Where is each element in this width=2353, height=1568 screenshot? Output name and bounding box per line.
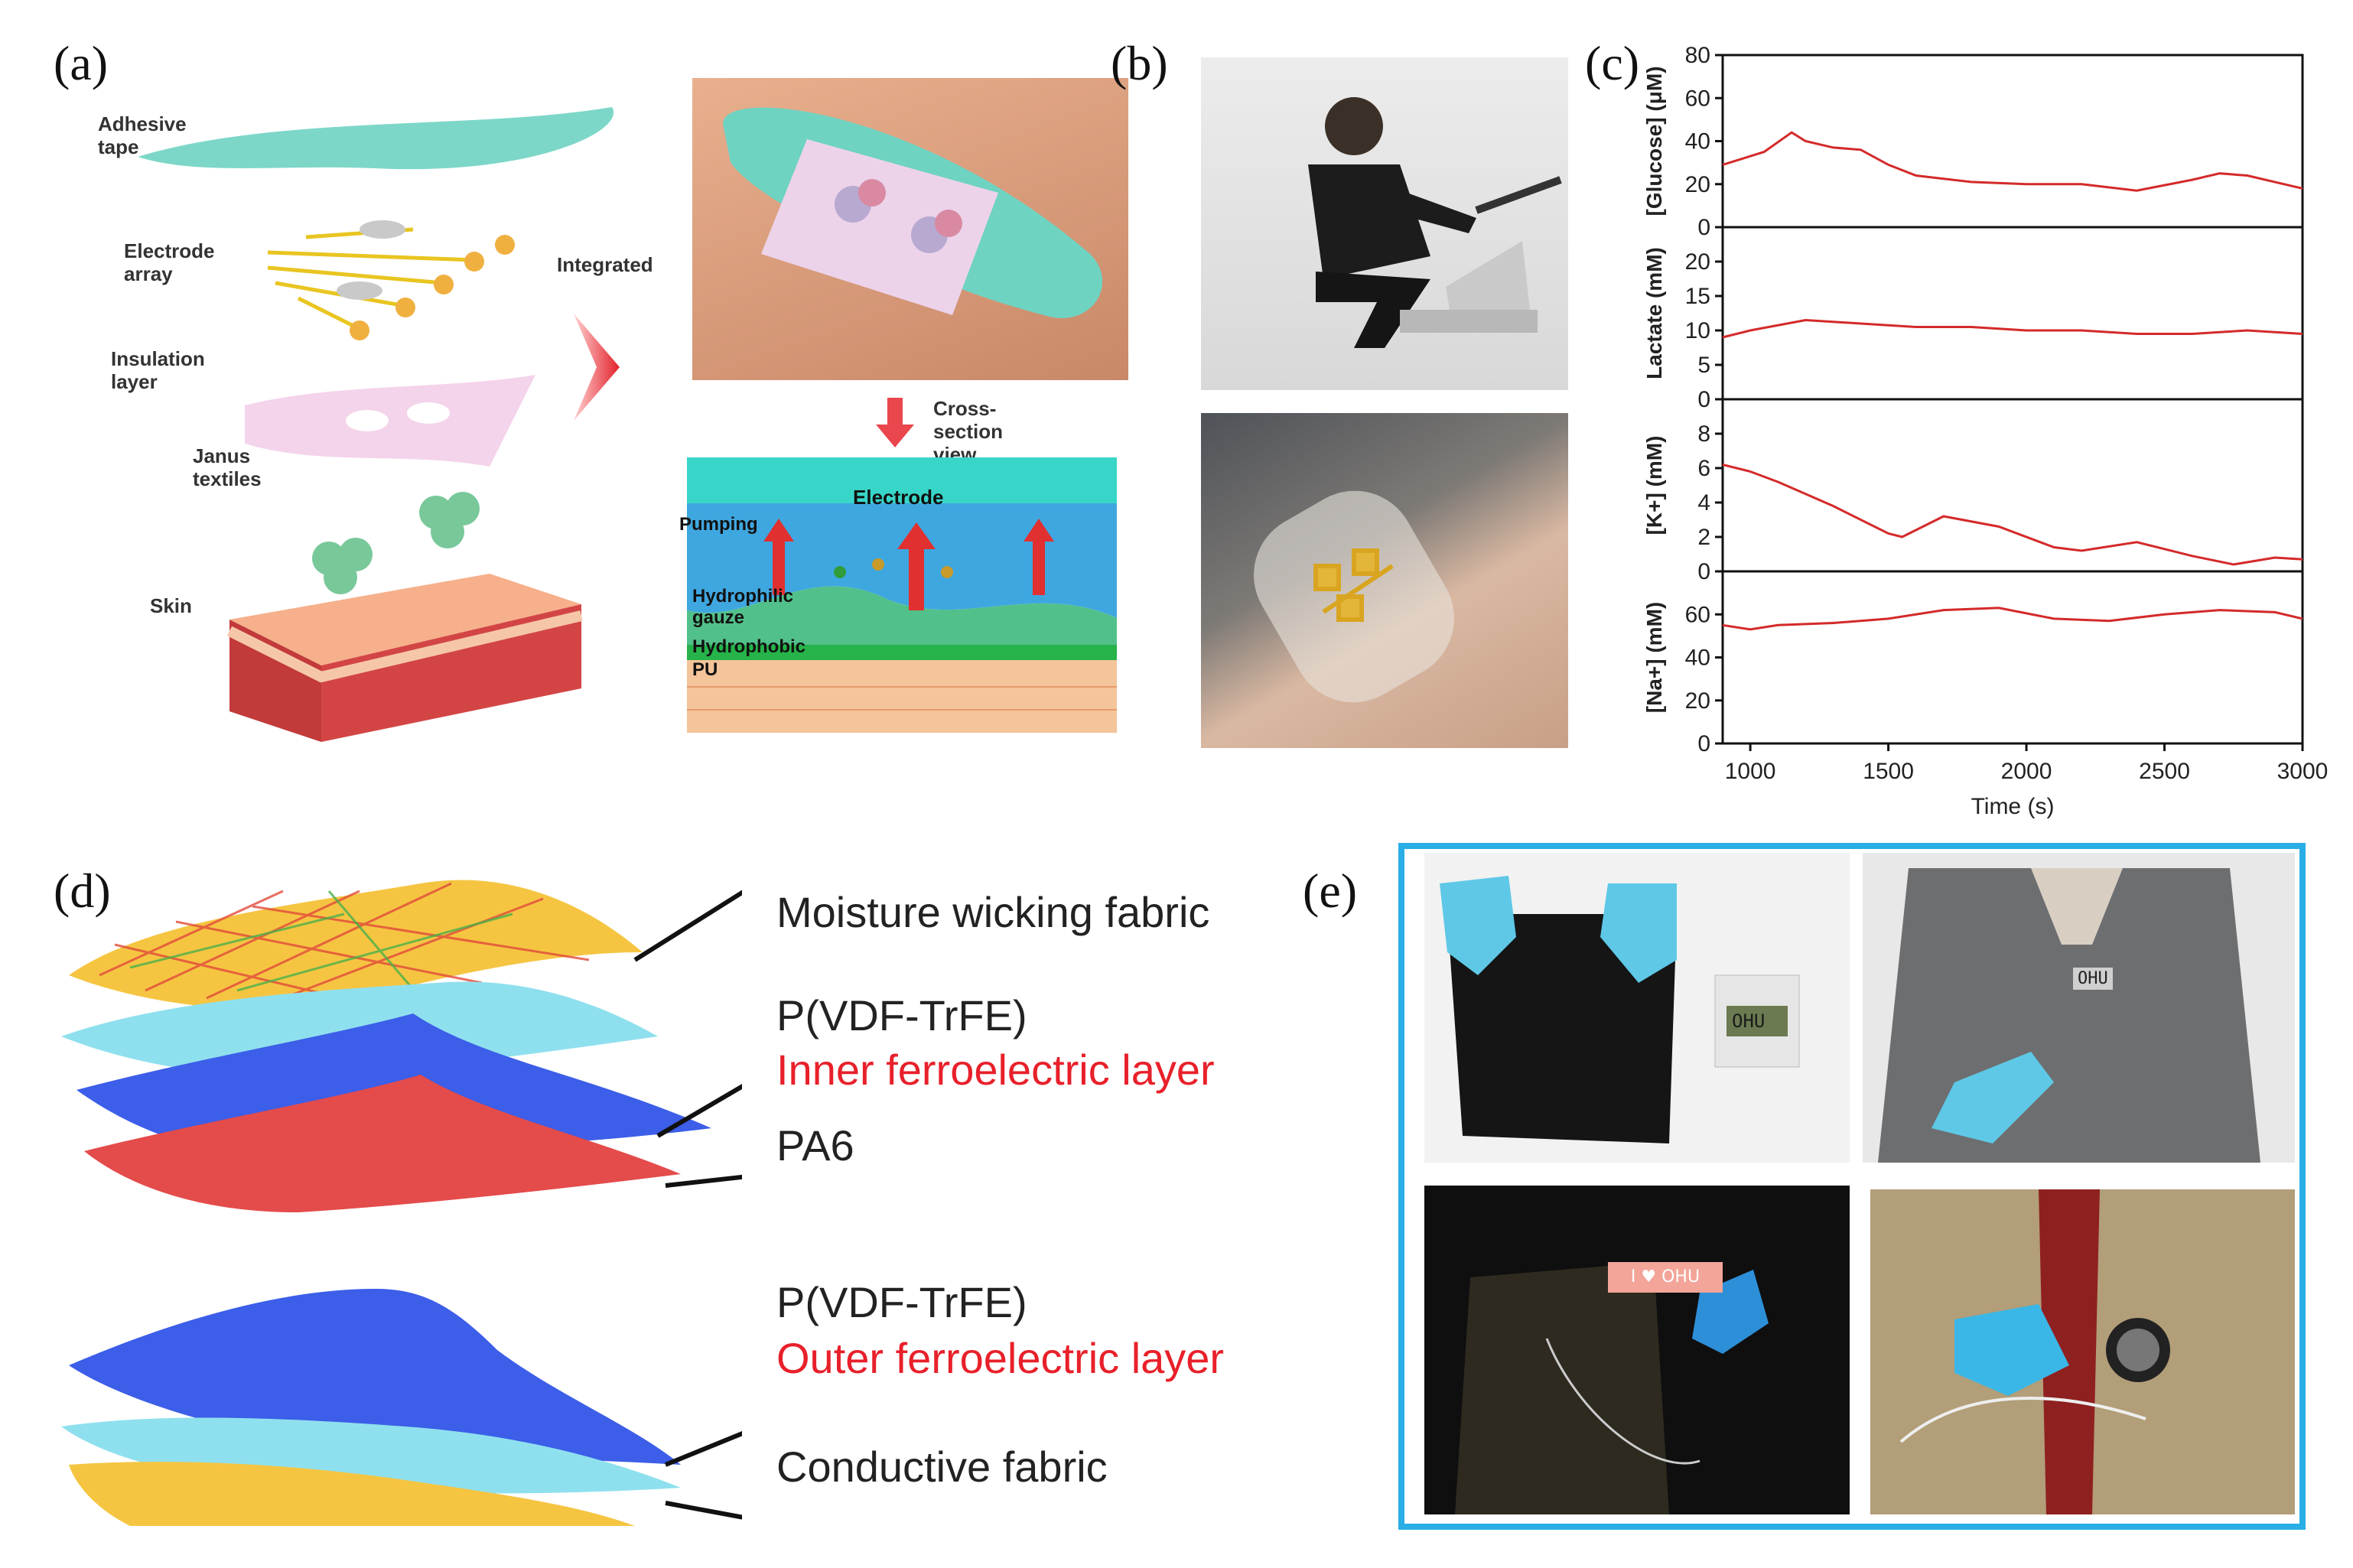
watch-device-photo [1870, 1189, 2295, 1514]
y-tick-label: 8 [1697, 421, 1710, 447]
dark-jacket-display-photo: I ♥ OHU [1424, 1186, 1850, 1514]
integrated-arrow-icon [574, 314, 620, 421]
x-tick-label: 1500 [1863, 759, 1914, 784]
label-moisture-wicking-fabric: Moisture wicking fabric [776, 888, 1210, 936]
label-conductive-fabric: Conductive fabric [776, 1443, 1108, 1491]
y-tick-label: 0 [1697, 731, 1710, 756]
layer-label-electrode-array: Electrode array [124, 239, 215, 285]
y-tick-label: 0 [1697, 215, 1710, 240]
panel-label-a: (a) [54, 36, 109, 90]
y-tick-label: 40 [1685, 646, 1710, 671]
layer-label-adhesive-tape: Adhesive tape [98, 112, 187, 158]
y-axis-label-2: [K+] (mM) [1642, 436, 1666, 535]
panel-label-d: (d) [54, 864, 111, 918]
layer-label-janus: Janus textiles [193, 444, 262, 490]
cross-section-image [687, 457, 1117, 733]
cs-pumping-label: Pumping [679, 514, 758, 535]
y-tick-label: 6 [1697, 456, 1710, 481]
y-tick-label: 10 [1685, 318, 1710, 343]
series-line-3 [1722, 607, 2303, 631]
y-tick-label: 20 [1685, 172, 1710, 197]
panel-label-c: (c) [1585, 36, 1640, 90]
dark-jacket-display-text: I ♥ OHU [1608, 1262, 1723, 1293]
x-tick-label: 2000 [2001, 759, 2052, 784]
y-tick-label: 20 [1685, 249, 1710, 275]
y-tick-label: 80 [1685, 43, 1710, 68]
cs-electrode-label: Electrode [853, 486, 944, 509]
jacket-display-text: OHU [2073, 968, 2113, 990]
integrated-patch-image [692, 78, 1128, 380]
y-tick-label: 40 [1685, 129, 1710, 155]
y-tick-label: 0 [1697, 559, 1710, 584]
label-pvdf-trfe-inner: P(VDF-TrFE) [776, 991, 1027, 1039]
y-tick-label: 4 [1697, 490, 1710, 516]
subplot-frame-3 [1721, 570, 2304, 745]
y-tick-label: 0 [1697, 387, 1710, 412]
y-tick-label: 5 [1697, 353, 1710, 378]
cs-hydrophobic-label: Hydrophobic [692, 636, 805, 657]
panel-label-e: (e) [1303, 864, 1358, 918]
series-line-0 [1722, 131, 2303, 192]
panel-e-frame [1398, 843, 2306, 1530]
cs-hydrophilic-label: Hydrophilic gauze [692, 586, 794, 628]
cross-section-arrow-icon [876, 398, 914, 447]
y-tick-label: 60 [1685, 602, 1710, 627]
label-outer-ferroelectric-layer: Outer ferroelectric layer [776, 1334, 1225, 1382]
arm-patch-photo [1201, 413, 1568, 748]
y-axis-label-3: [Na+] (mM) [1642, 602, 1666, 713]
x-tick-label: 1000 [1725, 759, 1776, 784]
y-tick-label: 2 [1697, 525, 1710, 550]
panel-d-fabric-layers [61, 880, 742, 1526]
label-pa6: PA6 [776, 1121, 854, 1169]
y-tick-label: 60 [1685, 86, 1710, 111]
panel-a-exploded-layers [138, 107, 614, 742]
panel-label-b: (b) [1111, 36, 1168, 90]
textile-display-text: OHU [1732, 1010, 1766, 1032]
label-pvdf-trfe-outer: P(VDF-TrFE) [776, 1278, 1027, 1326]
x-axis-label: Time (s) [1971, 794, 2055, 819]
label-inner-ferroelectric-layer: Inner ferroelectric layer [776, 1046, 1215, 1094]
exercise-bike-photo [1201, 57, 1568, 390]
series-line-2 [1722, 464, 2303, 566]
integrated-label: Integrated [557, 253, 653, 276]
y-axis-label-0: [Glucose] (μM) [1642, 66, 1666, 216]
subplot-frame-2 [1721, 398, 2304, 573]
x-tick-label: 3000 [2277, 759, 2329, 784]
layer-label-insulation: Insulation layer [111, 347, 205, 393]
y-tick-label: 20 [1685, 688, 1710, 714]
y-axis-label-1: Lactate (mM) [1642, 247, 1666, 379]
cs-pu-label: PU [692, 659, 718, 680]
y-tick-label: 15 [1685, 284, 1710, 309]
textile-gloves-photo: OHU [1424, 853, 1850, 1163]
series-line-1 [1722, 318, 2303, 339]
cross-section-label: Cross-section view [933, 397, 1004, 466]
subplot-frame-1 [1721, 226, 2304, 401]
layer-label-skin: Skin [150, 594, 192, 617]
jacket-display-photo: OHU [1863, 853, 2295, 1163]
x-tick-label: 2500 [2139, 759, 2190, 784]
